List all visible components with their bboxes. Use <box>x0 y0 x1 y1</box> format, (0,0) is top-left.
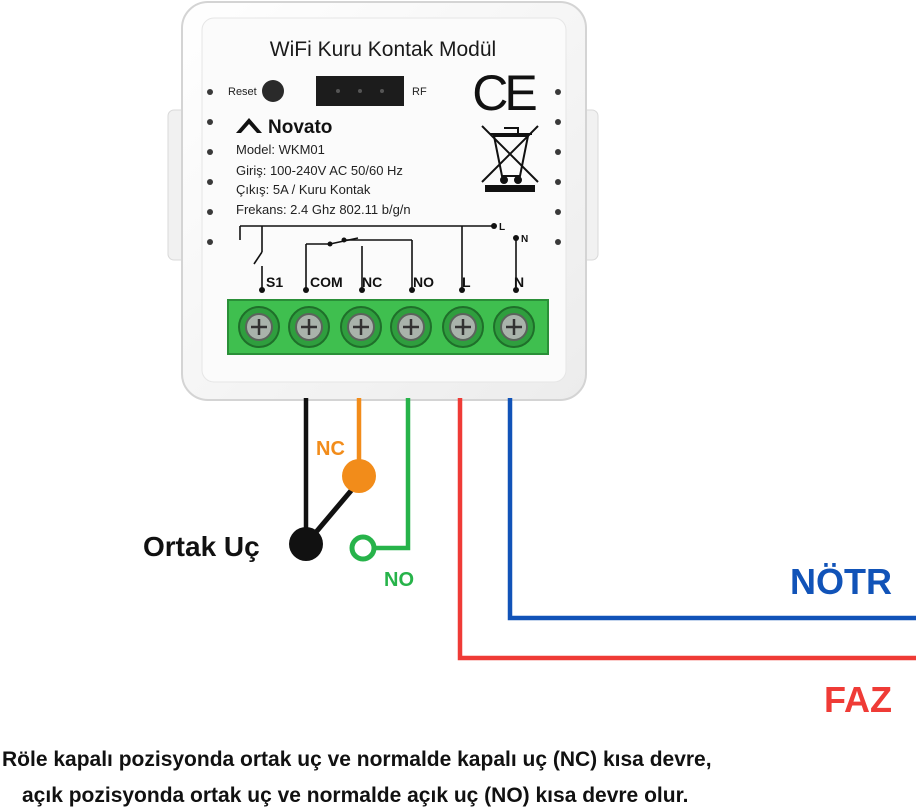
rf-label: RF <box>412 86 427 98</box>
right-vent-dots <box>555 89 561 245</box>
wires <box>303 398 916 661</box>
nc-contact <box>342 459 376 493</box>
schematic-nodes <box>259 223 519 293</box>
spec-output: Çıkış: 5A / Kuru Kontak <box>236 182 371 197</box>
schematic-l-label: L <box>499 222 505 233</box>
ce-mark: CE <box>472 65 536 121</box>
neutral-label: NÖTR <box>790 561 892 602</box>
module-title: WiFi Kuru Kontak Modül <box>270 38 496 61</box>
terminal-label-l: L <box>462 274 471 290</box>
terminal-screw-nc[interactable] <box>340 306 382 348</box>
terminal-label-s1: S1 <box>266 274 283 290</box>
no-contact <box>349 534 377 562</box>
terminal-screw-l[interactable] <box>442 306 484 348</box>
brand-name: Novato <box>268 117 332 138</box>
common-contact <box>289 527 323 561</box>
terminal-screw-n[interactable] <box>493 306 535 348</box>
reset-button[interactable] <box>262 80 284 102</box>
common-label: Ortak Uç <box>143 531 260 562</box>
spec-model: Model: WKM01 <box>236 142 325 157</box>
module-face <box>201 17 567 383</box>
weee-bin-icon <box>481 125 539 192</box>
left-vent-dots <box>207 89 213 245</box>
reset-label: Reset <box>228 86 257 98</box>
terminal-labels: S1 COM NC NO L N <box>266 274 524 290</box>
terminal-label-n: N <box>514 274 524 290</box>
wire-green <box>370 398 411 551</box>
caption-line-1: Röle kapalı pozisyonda ortak uç ve norma… <box>2 748 712 771</box>
no-label: NO <box>384 569 414 591</box>
terminal-screw-no[interactable] <box>390 306 432 348</box>
schematic-n-label: N <box>521 234 528 245</box>
spec-input: Giriş: 100-240V AC 50/60 Hz <box>236 163 403 178</box>
caption-line-2: açık pozisyonda ortak uç ve normalde açı… <box>22 784 689 807</box>
terminal-label-com: COM <box>310 274 343 290</box>
wire-red <box>457 398 916 661</box>
phase-label: FAZ <box>824 679 892 720</box>
terminal-screws <box>238 306 535 348</box>
relay-schematic <box>239 225 517 292</box>
nc-label: NC <box>316 438 345 460</box>
novato-logo-icon <box>236 118 262 133</box>
terminal-screw-com[interactable] <box>288 306 330 348</box>
terminal-label-nc: NC <box>362 274 382 290</box>
terminal-label-no: NO <box>413 274 434 290</box>
spec-frequency: Frekans: 2.4 Ghz 802.11 b/g/n <box>236 202 411 217</box>
wire-blue <box>507 398 916 621</box>
terminal-screw-s1[interactable] <box>238 306 280 348</box>
